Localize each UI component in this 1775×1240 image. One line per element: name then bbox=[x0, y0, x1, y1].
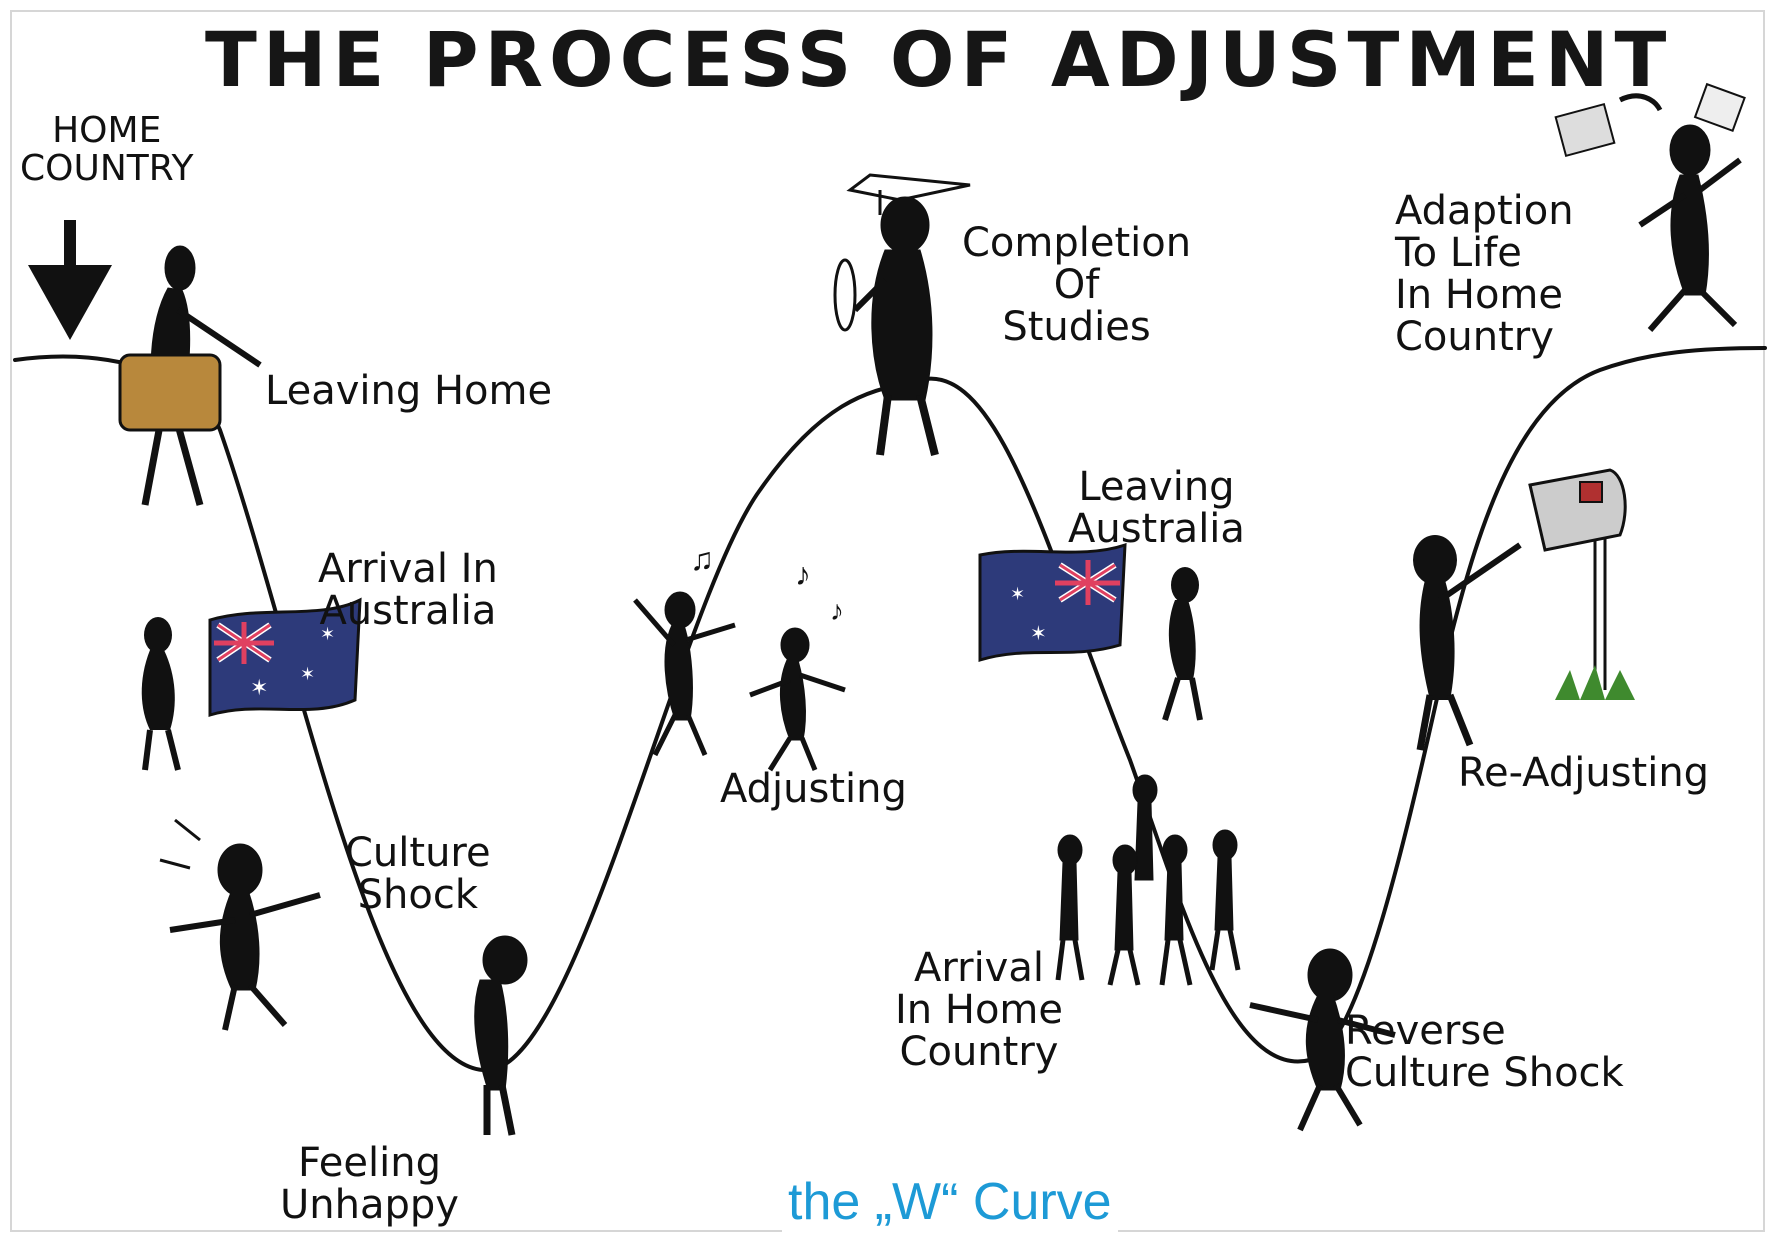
label-feeling-unhappy: Feeling Unhappy bbox=[280, 1140, 459, 1228]
caption-w-curve: the „W“ Curve bbox=[782, 1172, 1118, 1232]
label-home-country: HOME COUNTRY bbox=[20, 110, 194, 189]
figure-adjusting-icon: ♫ ♪ ♪ bbox=[633, 541, 846, 772]
svg-text:✶: ✶ bbox=[1010, 584, 1025, 604]
label-arrival-home-country: Arrival In Home Country bbox=[895, 945, 1063, 1075]
label-completion-of-studies: Completion Of Studies bbox=[962, 220, 1192, 350]
label-leaving-home: Leaving Home bbox=[265, 368, 553, 414]
figure-crowd-icon bbox=[1055, 774, 1241, 986]
label-adjusting: Adjusting bbox=[720, 766, 907, 812]
figure-graduate-icon bbox=[833, 173, 971, 456]
australian-flag-icon: ✶ ✶ ✶ bbox=[208, 597, 362, 718]
figure-arrival-australia-icon: ✶ ✶ ✶ bbox=[141, 597, 362, 771]
svg-text:♪: ♪ bbox=[830, 596, 844, 627]
label-culture-shock: Culture Shock bbox=[345, 830, 491, 918]
svg-text:✶: ✶ bbox=[250, 675, 268, 700]
svg-text:♪: ♪ bbox=[795, 556, 811, 592]
figure-leaving-home-icon bbox=[118, 245, 262, 506]
figure-leaving-australia-icon: ✶ ✶ bbox=[978, 542, 1203, 721]
svg-text:✶: ✶ bbox=[1030, 623, 1047, 645]
label-leaving-australia: Leaving Australia bbox=[1068, 464, 1245, 552]
w-curve-line bbox=[13, 346, 1767, 1073]
svg-text:✶: ✶ bbox=[320, 624, 335, 644]
label-arrival-australia: Arrival In Australia bbox=[318, 546, 498, 634]
figure-mailbox-icon bbox=[1413, 468, 1635, 751]
label-re-adjusting: Re-Adjusting bbox=[1458, 750, 1710, 796]
page-title: THE PROCESS OF ADJUSTMENT bbox=[205, 15, 1673, 104]
svg-text:✶: ✶ bbox=[300, 664, 315, 684]
label-reverse-culture-shock: Reverse Culture Shock bbox=[1345, 1008, 1624, 1096]
figure-adaption-icon bbox=[1554, 82, 1746, 332]
svg-text:♫: ♫ bbox=[690, 541, 714, 577]
down-arrow-icon bbox=[28, 220, 112, 340]
figure-reverse-shock-icon bbox=[1249, 948, 1396, 1132]
figure-unhappy-icon bbox=[474, 935, 528, 1136]
label-adaption-to-life: Adaption To Life In Home Country bbox=[1395, 188, 1574, 360]
figure-culture-shock-icon bbox=[159, 818, 321, 1031]
